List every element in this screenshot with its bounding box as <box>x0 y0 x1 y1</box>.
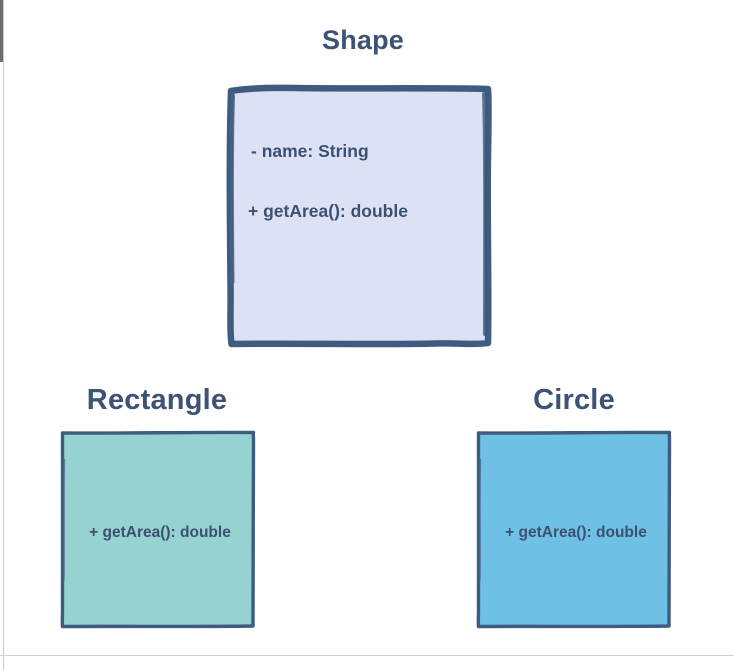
class-method-getarea-circle: + getArea(): double <box>505 524 647 541</box>
class-members-shape: - name: String + getArea(): double <box>248 141 478 222</box>
class-box-rectangle[interactable]: + getArea(): double <box>60 430 256 629</box>
canvas-left-border <box>3 0 4 670</box>
class-box-shape-outline <box>226 84 492 348</box>
canvas-edge-marker <box>0 0 3 62</box>
class-box-shape[interactable]: - name: String + getArea(): double <box>226 84 494 350</box>
class-method-getarea: + getArea(): double <box>248 201 408 222</box>
canvas-bottom-border <box>0 655 734 656</box>
class-box-rectangle-outline <box>60 430 256 629</box>
class-box-circle-outline <box>476 430 672 629</box>
class-method-getarea-rectangle: + getArea(): double <box>89 524 231 541</box>
class-title-rectangle: Rectangle <box>86 384 228 416</box>
class-box-circle[interactable]: + getArea(): double <box>476 430 672 629</box>
class-title-shape: Shape <box>321 25 405 55</box>
class-title-circle: Circle <box>533 384 615 416</box>
class-attribute-name: - name: String <box>251 141 369 161</box>
